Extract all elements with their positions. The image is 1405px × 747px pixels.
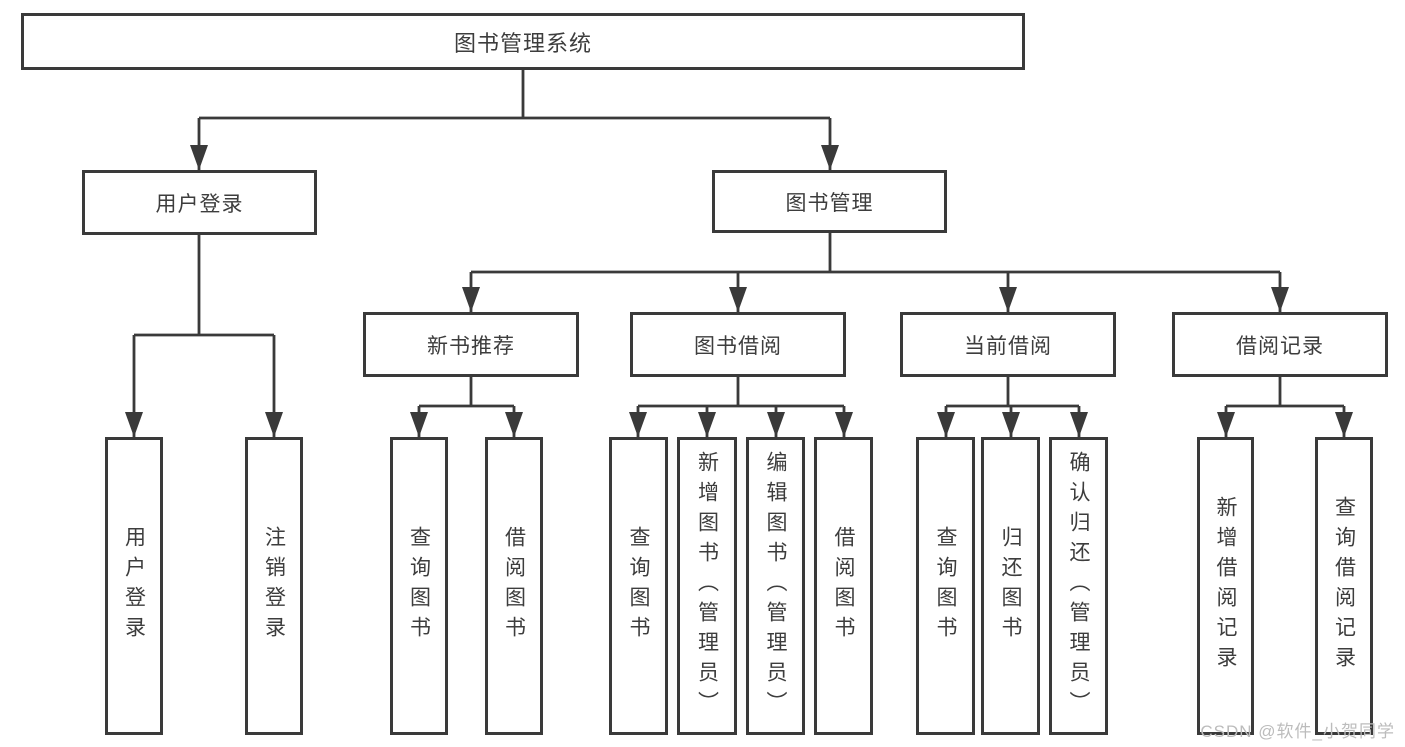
leaf-borrow-books: 借阅图书 [814, 437, 873, 735]
node-user-login-branch: 用户登录 [82, 170, 317, 235]
leaf-query-books-recommend: 查询图书 [390, 437, 448, 735]
leaf-borrow-books-recommend: 借阅图书 [485, 437, 543, 735]
leaf-edit-books-admin: 编辑图书（管理员） [746, 437, 805, 735]
leaf-confirm-return-admin: 确认归还（管理员） [1049, 437, 1108, 735]
connector-bookborrow-trunk [638, 377, 844, 408]
connector-newbook-trunk [419, 377, 514, 408]
leaf-return-books: 归还图书 [981, 437, 1040, 735]
connector-bookmgmt-trunk [471, 233, 1280, 274]
leaf-query-books-current: 查询图书 [916, 437, 975, 735]
node-root-book-management-system: 图书管理系统 [21, 13, 1025, 70]
leaf-add-books-admin: 新增图书（管理员） [677, 437, 737, 735]
leaf-query-borrow-record: 查询借阅记录 [1315, 437, 1373, 735]
connector-currentborrow-trunk [946, 377, 1079, 408]
connector-root-trunk [199, 70, 830, 120]
node-book-borrow: 图书借阅 [630, 312, 846, 377]
leaf-logout: 注销登录 [245, 437, 303, 735]
leaf-user-login: 用户登录 [105, 437, 163, 735]
leaf-add-borrow-record: 新增借阅记录 [1197, 437, 1254, 735]
node-book-management-branch: 图书管理 [712, 170, 947, 233]
connector-userlogin-trunk [134, 235, 274, 337]
node-current-borrow: 当前借阅 [900, 312, 1116, 377]
node-new-book-recommend: 新书推荐 [363, 312, 579, 377]
connector-records-trunk [1226, 377, 1344, 408]
node-borrow-records: 借阅记录 [1172, 312, 1388, 377]
leaf-query-books-borrow: 查询图书 [609, 437, 668, 735]
